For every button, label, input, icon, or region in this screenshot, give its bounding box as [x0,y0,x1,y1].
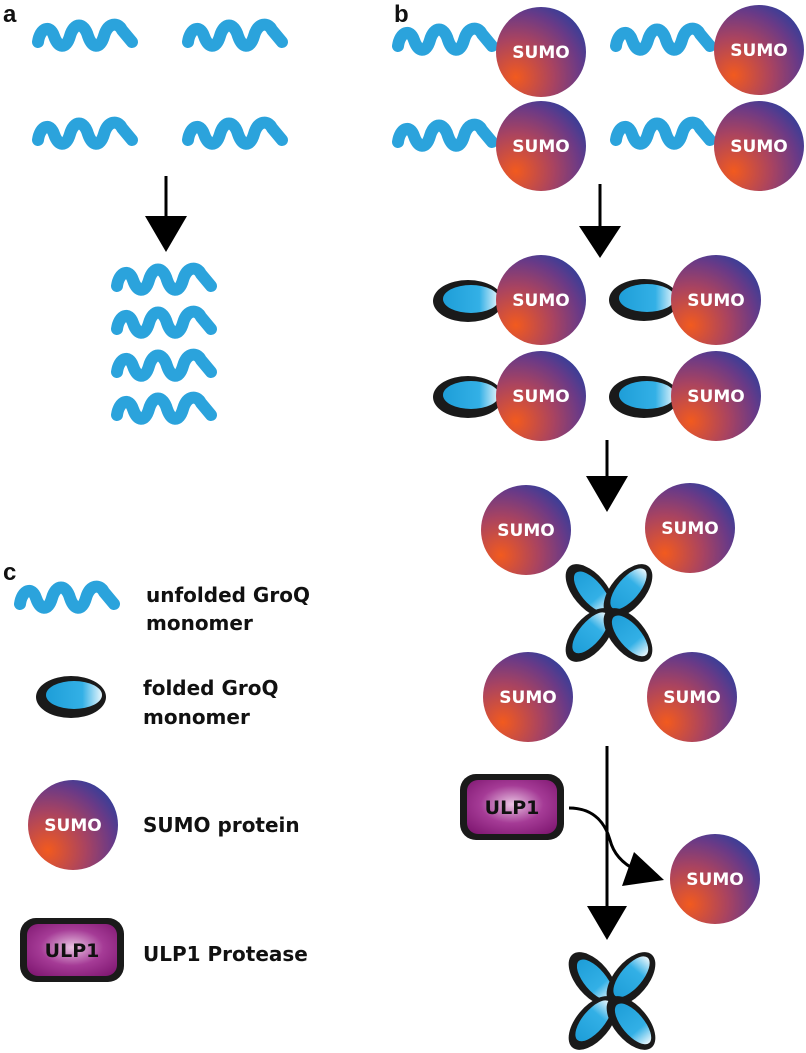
arrow-down [145,176,187,252]
arrow-down [586,440,628,512]
sumo-label: SUMO [512,387,569,407]
legend-label: SUMO protein [143,813,300,837]
sumo-label: SUMO [687,291,744,311]
folded-tetramer [556,555,662,671]
legend-label: unfolded GroQ [146,583,310,607]
sumo-label: SUMO [730,137,787,157]
legend-ulp1-protease: ULP1 ULP1 Protease [20,918,308,982]
unfolded-monomer [117,355,211,376]
legend-label: folded GroQ [143,676,278,700]
sumo-label: SUMO [44,816,101,836]
unfolded-monomer [117,312,211,333]
released-sumo: SUMO [670,834,760,924]
unfolded-monomer [188,123,282,144]
legend-folded-monomer: folded GroQ monomer [36,676,278,729]
aggregated-monomers [117,269,211,419]
sumo-tetramer-complex: SUMO SUMO SUMO SUMO [481,483,737,742]
folded-sumo-fusion: SUMO [433,351,586,441]
ulp1-label: ULP1 [485,797,540,819]
unfolded-monomer [38,25,132,46]
sumo-label: SUMO [661,519,718,539]
panel-label-c: c [3,559,16,586]
sumo-label: SUMO [497,521,554,541]
folded-sumo-fusion: SUMO [609,255,761,345]
sumo-label: SUMO [512,291,569,311]
sumo-label: SUMO [499,688,556,708]
unfolded-sumo-fusion: SUMO [616,5,804,95]
legend-label: monomer [143,705,250,729]
sumo-label: SUMO [512,43,569,63]
legend-label: ULP1 Protease [143,942,308,966]
folded-sumo-fusion: SUMO [609,351,761,441]
sumo-label: SUMO [686,870,743,890]
arrow-down [587,746,627,940]
legend-sumo-protein: SUMO SUMO protein [28,780,300,870]
legend-label: monomer [146,611,253,635]
sumo-label: SUMO [687,387,744,407]
panel-label-a: a [3,1,17,28]
unfolded-monomer [117,269,211,290]
curved-arrow [568,806,664,886]
unfolded-sumo-fusion: SUMO [398,101,586,191]
unfolded-sumo-fusion: SUMO [398,7,586,97]
arrow-down [579,184,621,258]
unfolded-monomer [188,25,282,46]
unfolded-monomer [38,123,132,144]
sumo-label: SUMO [512,137,569,157]
unfolded-monomer [117,398,211,419]
sumo-label: SUMO [663,688,720,708]
legend-unfolded-monomer: unfolded GroQ monomer [20,583,310,635]
sumo-label: SUMO [730,41,787,61]
panel-label-b: b [394,1,409,28]
ulp1-label: ULP1 [45,940,100,962]
folded-sumo-fusion: SUMO [433,255,586,345]
ulp1-protease: ULP1 [460,774,564,840]
folded-tetramer [559,943,665,1053]
unfolded-sumo-fusion: SUMO [616,101,804,191]
